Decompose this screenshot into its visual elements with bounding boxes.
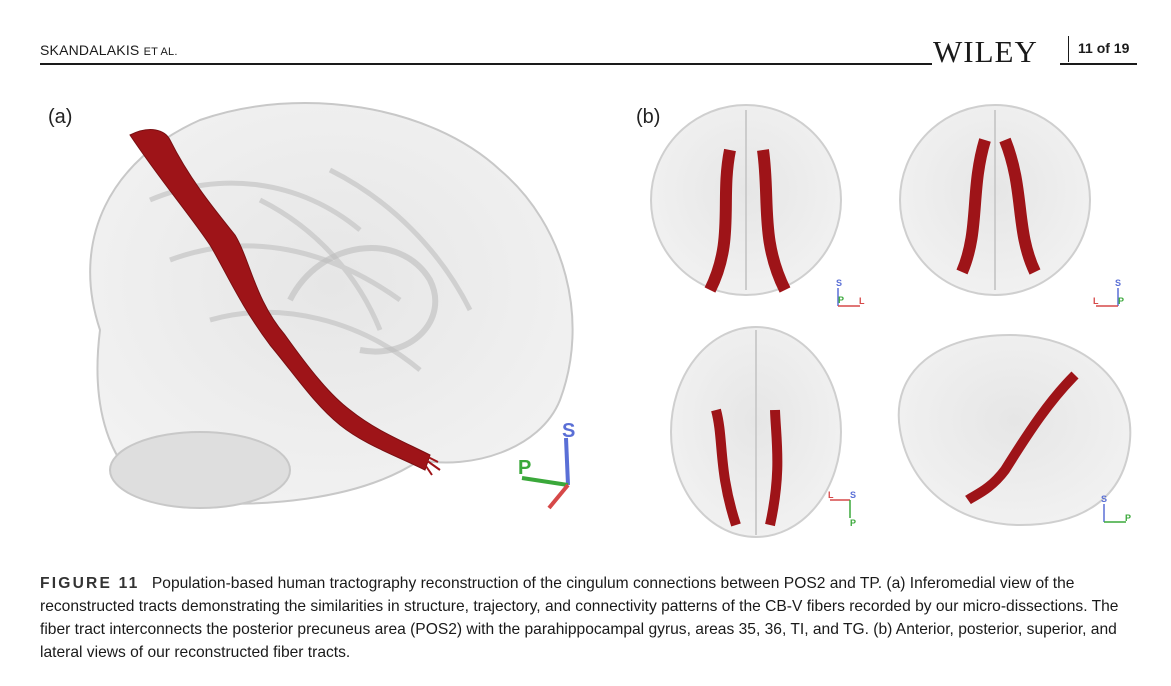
- axis-label: L: [859, 296, 865, 306]
- page-number: 11 of 19: [1078, 40, 1130, 56]
- axis-label: S: [850, 490, 856, 500]
- panel-b-superior-view: [670, 326, 842, 538]
- panel-b-anterior-view: [650, 104, 842, 296]
- panel-b-lateral-view: [897, 333, 1132, 527]
- axis-indicator-large: S P: [518, 420, 575, 510]
- header-rule: [40, 63, 932, 65]
- panel-b-posterior-view: [899, 104, 1091, 296]
- axis-indicator-lateral: S P: [1101, 494, 1131, 523]
- axis-label: P: [1118, 296, 1124, 306]
- figure-label: FIGURE 11: [40, 575, 140, 592]
- figure-caption: FIGURE 11 Population-based human tractog…: [40, 572, 1140, 664]
- axis-indicator-anterior: S P L: [836, 278, 865, 307]
- axis-s-label: S: [562, 420, 575, 442]
- caption-text: Population-based human tractography reco…: [40, 575, 1119, 661]
- axis-label: S: [1115, 278, 1121, 288]
- fiber-tract-a: [129, 129, 431, 471]
- header-separator: [1068, 36, 1069, 62]
- axis-label: L: [1093, 296, 1099, 306]
- axis-indicator-superior: L S P: [828, 490, 856, 528]
- panel-a-image: [89, 101, 574, 509]
- axis-label: L: [828, 490, 834, 500]
- panel-a-label: (a): [48, 106, 73, 128]
- cerebellum-a: [109, 431, 291, 509]
- axis-label: P: [850, 518, 856, 528]
- running-author: SKANDALAKIS ET AL.: [40, 42, 178, 58]
- author-name: SKANDALAKIS: [40, 42, 140, 58]
- axis-label: P: [838, 295, 844, 305]
- axis-label: S: [1101, 494, 1107, 504]
- header-rule-right: [1060, 63, 1137, 65]
- tractography-figure: S P S P L S L P L: [89, 101, 1132, 538]
- page-header: SKANDALAKIS ET AL. WILEY 11 of 19: [40, 34, 1137, 69]
- axis-indicator-posterior: S L P: [1093, 278, 1124, 307]
- axis-label: P: [1125, 513, 1131, 523]
- axis-p-label: P: [518, 457, 531, 479]
- author-suffix: ET AL.: [143, 46, 178, 58]
- wiley-logo: WILEY: [933, 34, 1038, 69]
- panel-b-label: (b): [636, 106, 661, 128]
- axis-label: S: [836, 278, 842, 288]
